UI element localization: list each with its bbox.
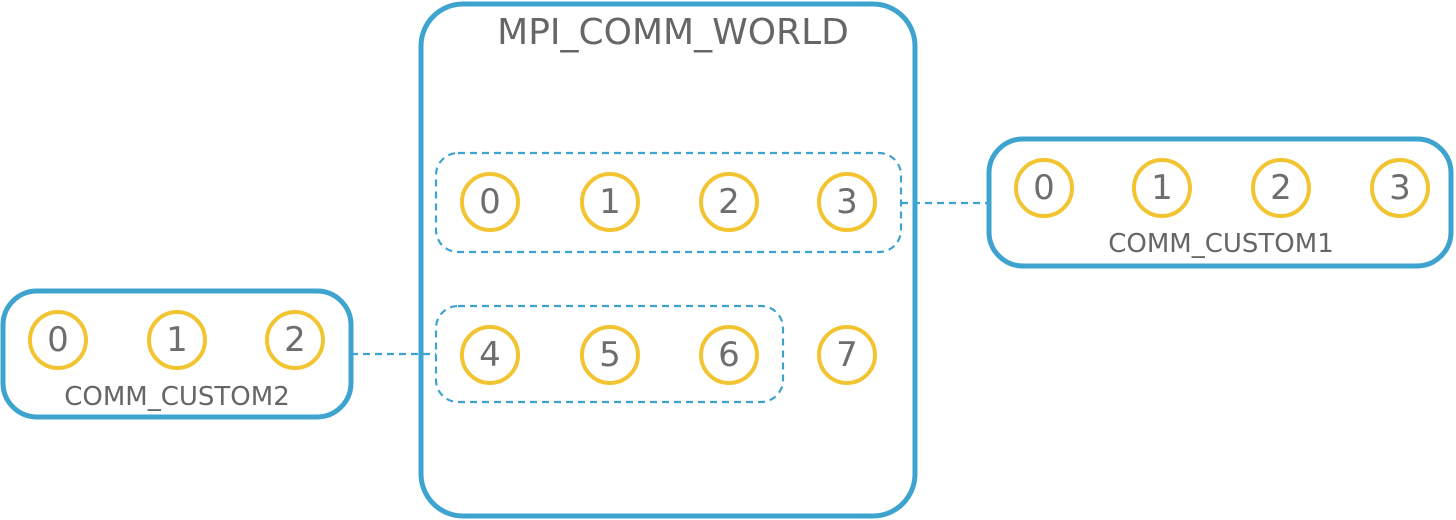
rank-node — [580, 325, 640, 385]
rank-number: 1 — [166, 320, 188, 360]
rank-node — [265, 310, 325, 370]
rank-node — [147, 310, 207, 370]
rank-number: 3 — [836, 182, 858, 222]
rank-node — [1370, 158, 1430, 218]
rank-number: 5 — [599, 335, 621, 375]
rank-number: 6 — [718, 335, 740, 375]
custom2-rank-2: 2 — [265, 310, 325, 370]
custom1-rank-3: 3 — [1370, 158, 1430, 218]
world-rank-2: 2 — [699, 172, 759, 232]
custom1-rank-2: 2 — [1251, 158, 1311, 218]
rank-number: 0 — [479, 182, 501, 222]
rank-number: 3 — [1389, 168, 1411, 208]
rank-node — [1014, 158, 1074, 218]
world-rank-7: 7 — [817, 325, 877, 385]
world-communicator-label: MPI_COMM_WORLD — [497, 12, 849, 53]
rank-number: 2 — [284, 320, 306, 360]
rank-node — [28, 310, 88, 370]
rank-number: 1 — [1151, 168, 1173, 208]
world-rank-6: 6 — [699, 325, 759, 385]
world-rank-5: 5 — [580, 325, 640, 385]
rank-node — [699, 325, 759, 385]
rank-number: 1 — [599, 182, 621, 222]
rank-number: 0 — [1033, 168, 1055, 208]
custom2-communicator-box — [0, 288, 354, 420]
custom1-rank-0: 0 — [1014, 158, 1074, 218]
rank-number: 2 — [1270, 168, 1292, 208]
rank-node — [817, 325, 877, 385]
rank-node — [460, 172, 520, 232]
world-rank-3: 3 — [817, 172, 877, 232]
world-rank-0: 0 — [460, 172, 520, 232]
rank-node — [1251, 158, 1311, 218]
rank-number: 7 — [836, 335, 858, 375]
world-communicator-box — [418, 1, 918, 519]
custom1-communicator-box — [986, 136, 1454, 269]
rank-node — [817, 172, 877, 232]
custom1-rank-1: 1 — [1132, 158, 1192, 218]
rank-node — [699, 172, 759, 232]
custom2-subgroup-outline — [434, 304, 785, 404]
rank-node — [460, 325, 520, 385]
rank-number: 2 — [718, 182, 740, 222]
custom2-rank-0: 0 — [28, 310, 88, 370]
world-rank-1: 1 — [580, 172, 640, 232]
custom1-communicator-label: COMM_CUSTOM1 — [1108, 229, 1334, 259]
rank-number: 0 — [47, 320, 69, 360]
rank-node — [1132, 158, 1192, 218]
world-rank-4: 4 — [460, 325, 520, 385]
custom2-communicator-label: COMM_CUSTOM2 — [64, 382, 290, 412]
rank-number: 4 — [479, 335, 501, 375]
rank-node — [580, 172, 640, 232]
custom2-rank-1: 1 — [147, 310, 207, 370]
